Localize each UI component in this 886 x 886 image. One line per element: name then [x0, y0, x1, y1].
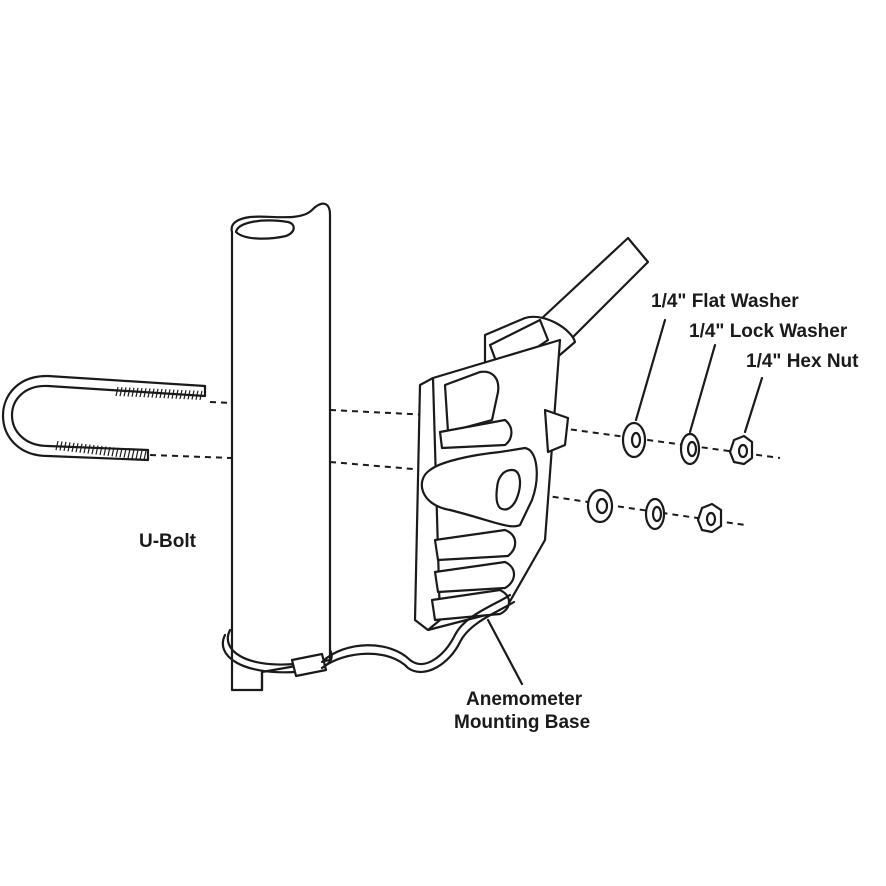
- thread-line: [123, 448, 127, 458]
- leader-hex-nut: [743, 376, 764, 434]
- thread-line: [63, 441, 67, 452]
- thread-line: [135, 387, 139, 398]
- label-flat-washer: 1/4" Flat Washer: [651, 291, 799, 312]
- thread-line: [75, 443, 79, 453]
- thread-line: [199, 390, 203, 401]
- thread-line: [55, 440, 59, 451]
- leader-flat-washer: [634, 318, 667, 422]
- lock-washer-upper: [679, 432, 701, 466]
- thread-line: [127, 387, 131, 397]
- leader-lines: [486, 318, 764, 686]
- thread-line: [143, 450, 147, 461]
- hex-nut-lower: [696, 502, 723, 534]
- thread-line: [131, 449, 135, 459]
- u-bolt: [2, 374, 207, 462]
- thread-line: [195, 390, 199, 400]
- thread-line: [83, 444, 87, 454]
- thread-line: [163, 389, 167, 399]
- thread-line: [175, 389, 179, 399]
- thread-line: [139, 387, 143, 398]
- thread-line: [115, 447, 119, 457]
- thread-line: [119, 387, 123, 397]
- leader-lock-washer: [688, 343, 717, 434]
- thread-line: [59, 441, 63, 451]
- thread-line: [135, 449, 139, 460]
- upper-hardware: [621, 421, 754, 466]
- thread-line: [67, 442, 71, 452]
- thread-line: [167, 389, 171, 399]
- thread-line: [107, 446, 111, 457]
- thread-line: [99, 445, 103, 456]
- label-hex-nut: 1/4" Hex Nut: [746, 351, 859, 372]
- thread-line: [127, 449, 131, 459]
- thread-line: [171, 389, 175, 399]
- thread-line: [87, 444, 91, 454]
- pole: [230, 202, 332, 692]
- thread-line: [183, 390, 187, 400]
- thread-line: [95, 445, 99, 455]
- hex-nut-upper: [728, 434, 754, 466]
- lower-hardware: [586, 488, 723, 534]
- thread-line: [155, 388, 159, 398]
- thread-line: [131, 387, 135, 397]
- thread-line: [139, 450, 143, 460]
- thread-line: [179, 389, 183, 400]
- thread-line: [147, 388, 151, 398]
- lock-washer-lower: [644, 497, 666, 531]
- u-bolt-threads-top: [115, 386, 203, 401]
- thread-line: [71, 442, 75, 452]
- thread-line: [103, 446, 107, 456]
- thread-line: [119, 448, 123, 458]
- leader-mounting-base: [486, 618, 524, 686]
- label-u-bolt: U-Bolt: [139, 531, 196, 552]
- thread-line: [187, 390, 191, 400]
- thread-line: [91, 444, 95, 455]
- thread-line: [159, 388, 163, 399]
- thread-line: [123, 387, 127, 397]
- u-bolt-threads-bottom: [55, 440, 147, 461]
- thread-line: [115, 386, 119, 397]
- thread-line: [151, 388, 155, 398]
- label-mounting-base-line2: Mounting Base: [454, 712, 591, 733]
- label-mounting-base-line1: Anemometer: [466, 689, 583, 710]
- cable-and-zip-tie: [221, 593, 516, 678]
- mounting-base: [413, 338, 570, 632]
- flat-washer-upper: [621, 421, 647, 459]
- thread-line: [191, 390, 195, 400]
- thread-line: [143, 388, 147, 398]
- flat-washer-lower: [586, 488, 614, 524]
- thread-line: [111, 447, 115, 457]
- thread-line: [79, 443, 83, 453]
- label-lock-washer: 1/4" Lock Washer: [689, 321, 848, 342]
